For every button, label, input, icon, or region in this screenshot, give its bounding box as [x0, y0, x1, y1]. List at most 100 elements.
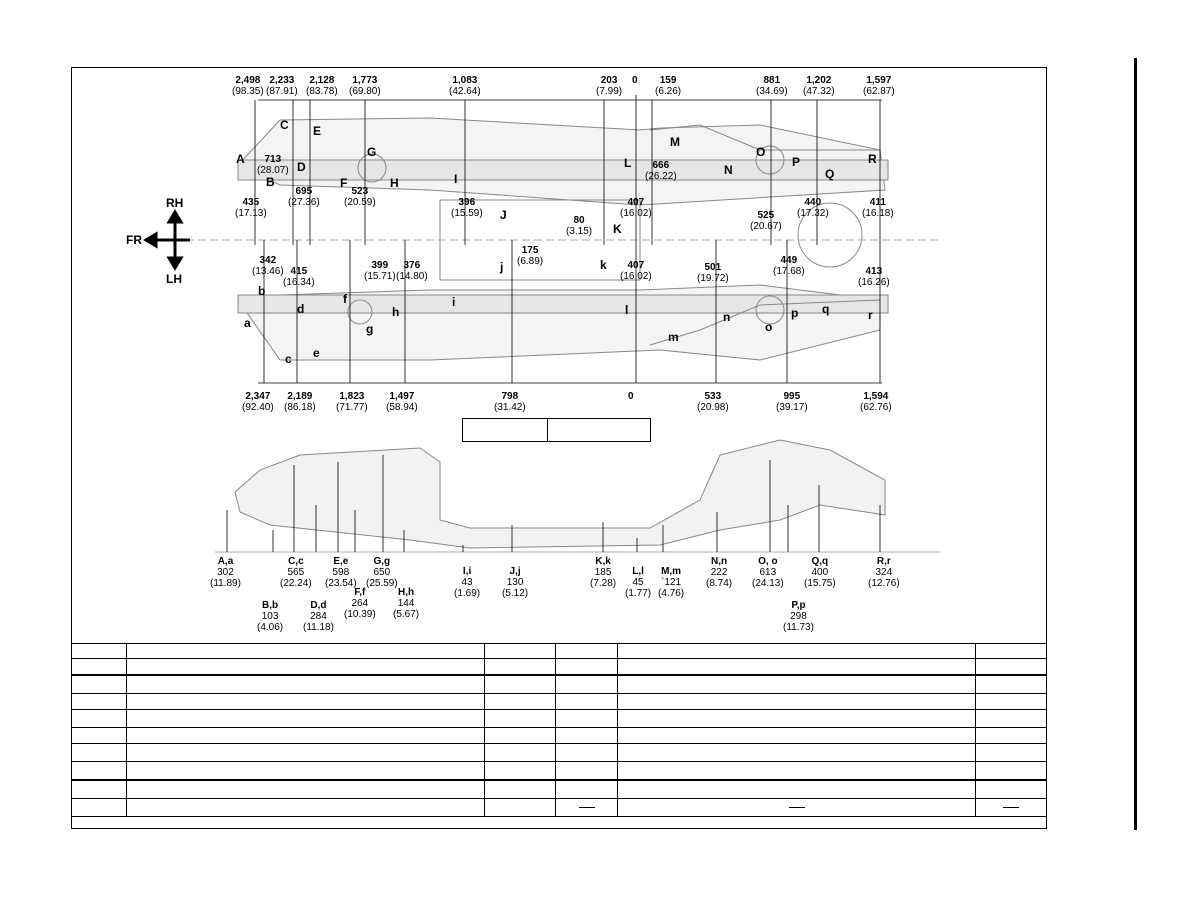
table-cell	[483, 674, 557, 694]
inner-dim-label: 399(15.71)	[364, 260, 396, 282]
legend-box	[462, 418, 651, 442]
point-letter: G	[367, 145, 377, 159]
table-cell	[555, 658, 619, 676]
table-cell	[125, 798, 485, 817]
table-cell	[71, 709, 127, 728]
inner-dim-label: 666(26.22)	[645, 160, 677, 182]
bottom-dim-label: 2,189(86.18)	[284, 391, 316, 413]
point-letter: R	[868, 152, 877, 166]
table-cell	[555, 743, 619, 762]
inner-dim-label: 413(16.26)	[858, 266, 890, 288]
table-cell	[483, 743, 557, 762]
table-cell	[617, 727, 977, 744]
bottom-dim-label: 1,497(58.94)	[386, 391, 418, 413]
inner-dim-label: 342(13.46)	[252, 255, 284, 277]
table-cell	[617, 743, 977, 762]
compass-lh-label: LH	[166, 272, 182, 286]
table-cell	[617, 761, 977, 781]
inner-dim-label: 80(3.15)	[566, 215, 593, 237]
point-letter: C	[280, 118, 289, 132]
table-row	[71, 761, 1047, 781]
table-cell	[617, 693, 977, 710]
table-cell	[555, 779, 619, 799]
table-cell	[125, 658, 485, 676]
table-cell	[483, 693, 557, 710]
table-cell	[555, 761, 619, 781]
point-letter: h	[392, 305, 400, 319]
inner-dim-label: 695(27.36)	[288, 186, 320, 208]
point-letter: A	[236, 152, 245, 166]
point-letter: K	[613, 222, 622, 236]
table-cell	[71, 727, 127, 744]
table-cell	[71, 743, 127, 762]
table-cell	[975, 779, 1047, 799]
inner-dim-label: 411(16.18)	[862, 197, 894, 219]
table-cell	[483, 727, 557, 744]
bottom-dim-label: 798(31.42)	[494, 391, 526, 413]
point-letter: a	[244, 316, 251, 330]
point-letter: J	[500, 208, 507, 222]
table-cell	[125, 693, 485, 710]
table-cell	[617, 779, 977, 799]
top-dim-label: 881(34.69)	[756, 75, 788, 97]
table-cell	[617, 643, 977, 659]
table-cell	[125, 643, 485, 659]
point-letter: l	[625, 303, 629, 317]
inner-dim-label: 407(16.02)	[620, 260, 652, 282]
table-cell	[483, 761, 557, 781]
point-letter: i	[452, 295, 456, 309]
table-row	[71, 658, 1047, 676]
inner-dim-label: 435(17.13)	[235, 197, 267, 219]
table-cell	[975, 798, 1047, 817]
table-cell	[71, 643, 127, 659]
inner-dim-label: 713(28.07)	[257, 154, 289, 176]
table-cell	[975, 674, 1047, 694]
table-cell	[71, 674, 127, 694]
inner-dim-label: 525(20.67)	[750, 210, 782, 232]
table-cell	[975, 709, 1047, 728]
point-letter: c	[285, 352, 292, 366]
compass-fr-label: FR	[126, 233, 142, 247]
table-cell	[125, 761, 485, 781]
point-letter: r	[868, 308, 873, 322]
table-cell	[975, 727, 1047, 744]
point-letter: B	[266, 175, 275, 189]
table-row	[71, 779, 1047, 799]
inner-dim-label: 415(16.34)	[283, 266, 315, 288]
point-letter: n	[723, 310, 731, 324]
table-cell	[555, 643, 619, 659]
top-dim-label: 1,773(69.80)	[349, 75, 381, 97]
point-letter: L	[624, 156, 632, 170]
point-letter: I	[454, 172, 458, 186]
top-dim-label: 159(6.26)	[655, 75, 682, 97]
table-cell	[71, 658, 127, 676]
table-cell	[975, 761, 1047, 781]
table-cell	[125, 743, 485, 762]
table-row	[71, 798, 1047, 817]
table-row	[71, 674, 1047, 694]
table-cell	[975, 693, 1047, 710]
top-dim-label: 2,128(83.78)	[306, 75, 338, 97]
point-letter: Q	[825, 167, 835, 181]
bottom-dim-label: 0	[628, 391, 634, 402]
inner-dim-label: 175(6.89)	[517, 245, 544, 267]
point-letter: q	[822, 302, 830, 316]
point-letter: o	[765, 320, 773, 334]
point-letter: F	[340, 176, 348, 190]
top-dim-label: 203(7.99)	[596, 75, 623, 97]
table-cell	[555, 798, 619, 817]
table-cell	[975, 743, 1047, 762]
point-letter: d	[297, 302, 305, 316]
